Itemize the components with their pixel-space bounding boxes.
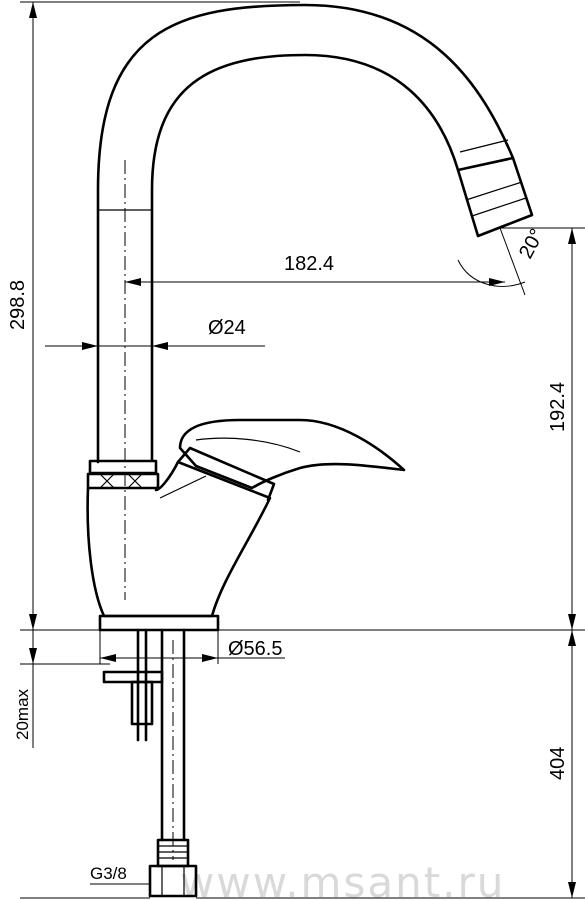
dim-total-height: 298.8 <box>7 280 29 330</box>
swivel-ring-bottom <box>86 472 160 490</box>
dim-spout-diameter: Ø24 <box>208 317 246 339</box>
base-plate <box>98 614 220 632</box>
watermark: www.msant.ru <box>180 858 505 900</box>
aerator <box>456 156 534 238</box>
dim-hose-length: 404 <box>547 747 569 780</box>
dim-thread: G3/8 <box>90 864 127 883</box>
faucet-outline <box>86 3 534 898</box>
swivel-ring-top <box>88 459 158 475</box>
dim-angle: 20° <box>515 225 549 262</box>
hose-nut <box>148 864 198 898</box>
dimension-labels: 298.8 182.4 Ø24 20° 192.4 Ø56.5 20max 40… <box>7 225 569 883</box>
cartridge <box>176 446 276 502</box>
dim-spout-height: 192.4 <box>547 382 569 432</box>
spout-outer <box>96 3 515 464</box>
mounting-washer <box>130 680 154 726</box>
mixer-body <box>86 460 272 618</box>
spout-inner <box>150 53 460 462</box>
center-lines <box>124 160 174 860</box>
dim-max-countertop: 20max <box>13 688 32 740</box>
mounting-nut <box>102 670 164 684</box>
lever-handle <box>178 418 406 490</box>
dim-reach: 182.4 <box>284 253 334 275</box>
dim-base-diameter: Ø56.5 <box>228 638 282 660</box>
hose <box>160 628 186 842</box>
dimension-lines <box>20 1 585 899</box>
mounting-stud <box>136 628 148 742</box>
